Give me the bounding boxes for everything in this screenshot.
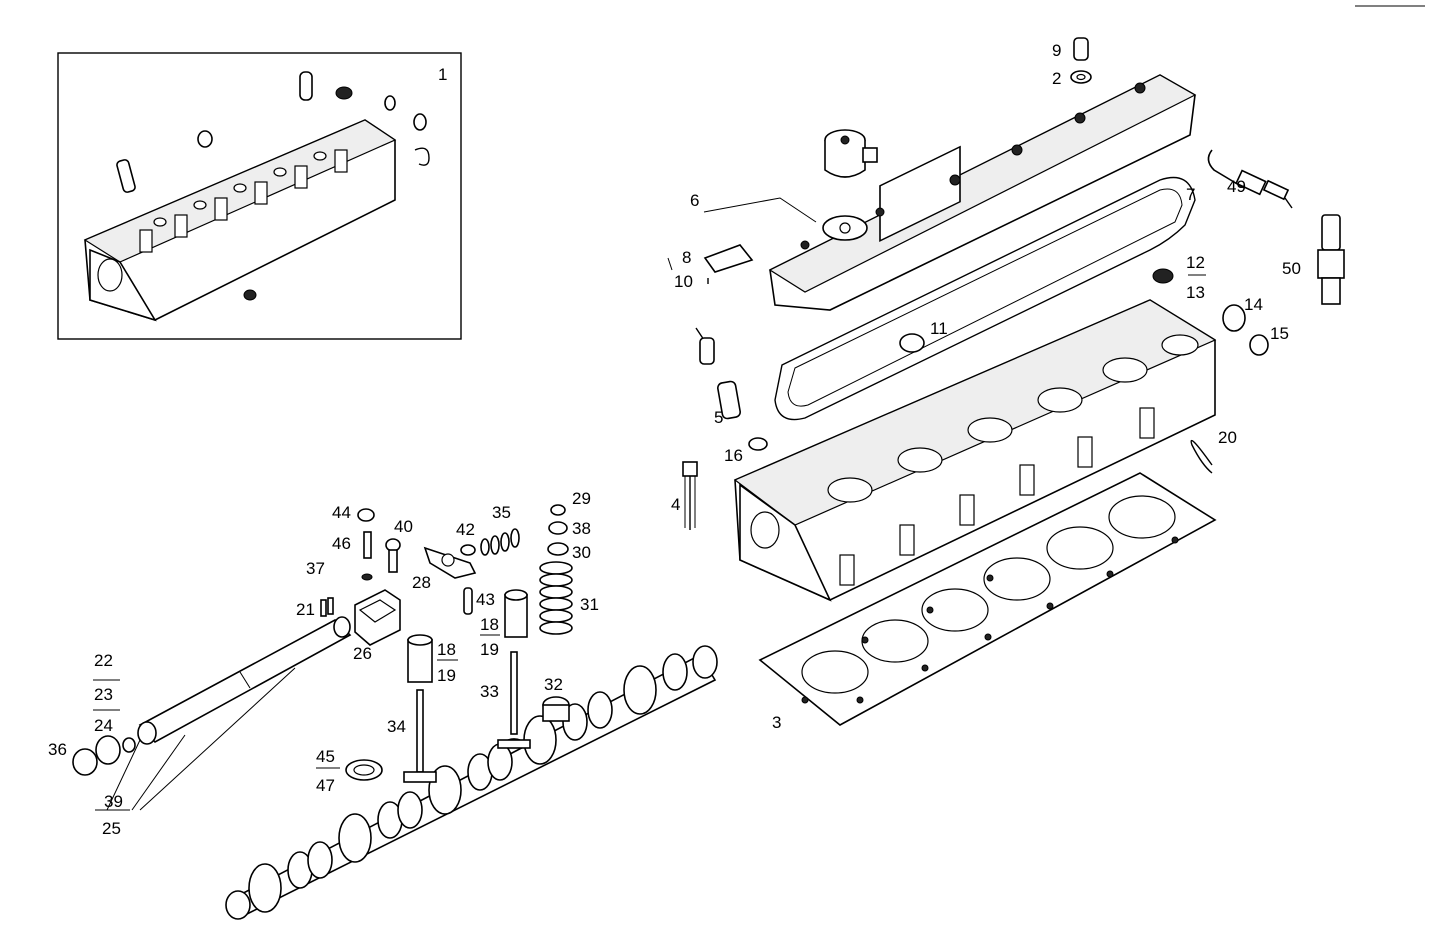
label-40: 40 — [394, 517, 413, 536]
plug-14 — [1222, 304, 1246, 332]
label-36: 36 — [48, 740, 67, 759]
label-10: 10 — [674, 272, 693, 291]
plug-12 — [1152, 268, 1174, 284]
ring-24 — [95, 735, 121, 765]
fraction-bars — [93, 274, 1206, 811]
stud-46 — [363, 531, 372, 559]
label-29: 29 — [572, 489, 591, 508]
label-16: 16 — [724, 446, 743, 465]
nut-44 — [357, 508, 375, 522]
label-9: 9 — [1052, 41, 1061, 60]
rocker-arm-28 — [423, 546, 477, 579]
label-49: 49 — [1227, 177, 1246, 196]
label-33: 33 — [480, 682, 499, 701]
label-21: 21 — [296, 600, 315, 619]
label-6: 6 — [690, 191, 699, 210]
label-7: 7 — [1186, 185, 1195, 204]
rocker-shaft — [137, 616, 352, 745]
label-25: 25 — [102, 819, 121, 838]
valve-34 — [403, 689, 437, 783]
ring-39 — [122, 737, 136, 753]
label-32: 32 — [544, 675, 563, 694]
label-42: 42 — [456, 520, 475, 539]
label-23: 23 — [94, 685, 113, 704]
label-24: 24 — [94, 716, 113, 735]
label-4: 4 — [671, 495, 680, 514]
label-45: 45 — [316, 747, 335, 766]
pin-21 — [320, 597, 334, 617]
label-35: 35 — [492, 503, 511, 522]
label-39: 39 — [104, 792, 123, 811]
glow-plug-5 — [695, 327, 768, 451]
adjuster-43 — [463, 587, 473, 615]
label-30: 30 — [572, 543, 591, 562]
washer-37 — [361, 573, 373, 581]
cover-plate — [703, 244, 754, 284]
spring-35 — [480, 528, 520, 556]
part-labels: 9 2 6 7 8 10 49 50 12 13 14 15 11 5 16 2… — [48, 41, 1301, 838]
keeper-29 — [550, 504, 566, 516]
hose-20 — [1190, 439, 1213, 474]
rocker-bracket-26 — [354, 589, 401, 646]
label-37: 37 — [306, 559, 325, 578]
valve-guide-right — [504, 589, 528, 638]
label-22: 22 — [94, 651, 113, 670]
label-8: 8 — [682, 248, 691, 267]
valve-spring-31 — [539, 561, 573, 635]
label-46: 46 — [332, 534, 351, 553]
label-26: 26 — [353, 644, 372, 663]
label-18a: 18 — [437, 640, 456, 659]
cylinder-head — [733, 299, 1217, 602]
label-38: 38 — [572, 519, 591, 538]
label-2: 2 — [1052, 69, 1061, 88]
oil-filler-cap — [824, 129, 878, 178]
camshaft — [225, 645, 718, 920]
rocker-cover-gasket — [774, 176, 1196, 421]
label-34: 34 — [387, 717, 406, 736]
label-18b: 18 — [480, 615, 499, 634]
label-50: 50 — [1282, 259, 1301, 278]
tappet-32 — [542, 696, 570, 722]
plug-11 — [899, 333, 925, 353]
label-15: 15 — [1270, 324, 1289, 343]
label-47: 47 — [316, 776, 335, 795]
valve-guide-left — [407, 634, 433, 683]
retainer-30 — [547, 542, 569, 556]
ring-36 — [72, 748, 98, 776]
cap-nut-and-washer — [1070, 37, 1092, 84]
inset-frame — [57, 52, 462, 340]
cap-38 — [548, 521, 568, 535]
label-1: 1 — [438, 65, 447, 84]
rocker-cover — [768, 74, 1197, 311]
label-12: 12 — [1186, 253, 1205, 272]
label-43: 43 — [476, 590, 495, 609]
nut-42 — [460, 544, 476, 556]
inset-cylinder-head-assembly: 1 — [57, 52, 462, 340]
label-5: 5 — [714, 408, 723, 427]
head-gasket — [758, 472, 1217, 726]
label-44: 44 — [332, 503, 351, 522]
label-14: 14 — [1244, 295, 1263, 314]
label-20: 20 — [1218, 428, 1237, 447]
label-28: 28 — [412, 573, 431, 592]
label-13: 13 — [1186, 283, 1205, 302]
head-bolt-4 — [682, 461, 698, 530]
label-31: 31 — [580, 595, 599, 614]
injector-50 — [1317, 214, 1345, 305]
valve-33 — [497, 651, 531, 749]
label-3: 3 — [772, 713, 781, 732]
label-19b: 19 — [480, 640, 499, 659]
fitting-49 — [1207, 149, 1293, 209]
screw-40 — [385, 538, 401, 573]
label-11: 11 — [930, 319, 948, 338]
label-19a: 19 — [437, 666, 456, 685]
plug-15 — [1249, 334, 1269, 356]
